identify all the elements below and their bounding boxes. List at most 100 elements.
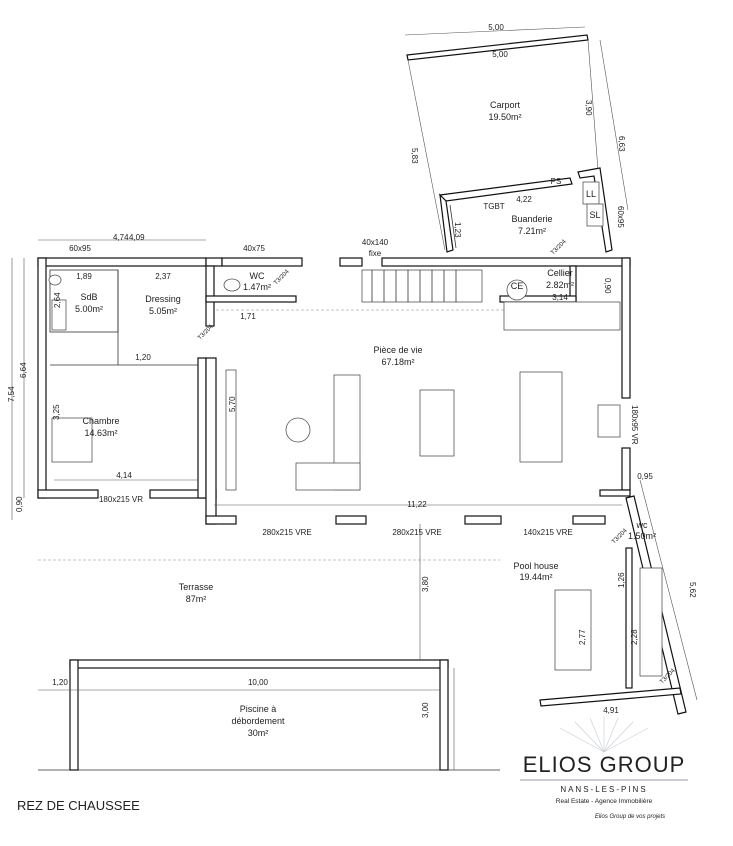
dimension-label: 40x75 [243, 244, 265, 253]
coffee-table [285, 417, 311, 443]
wall-bottom-3 [464, 515, 502, 525]
pool-stair [639, 567, 663, 677]
room-area: 67.18m² [381, 357, 414, 367]
room-area: 5.05m² [149, 306, 177, 316]
wall-bottom-4 [572, 515, 606, 525]
room-labels: Carport 19.50m² Buanderie 7.21m² Cellier… [75, 100, 656, 738]
dimension-label: 7,54 [7, 386, 16, 402]
wall-pool-bottom [539, 687, 682, 707]
dimension-label: 5,62 [688, 582, 697, 598]
room-area: 7.21m² [518, 226, 546, 236]
pool-house [539, 479, 698, 715]
wall-wc [205, 295, 297, 303]
room-area: 1.47m² [243, 282, 271, 292]
equipment-label: PS [551, 177, 562, 186]
dimension-label: 5,00 [488, 23, 504, 32]
dimension-label: 0,95 [637, 472, 653, 481]
wall [577, 167, 613, 253]
wall-partition [197, 357, 207, 499]
dimension-label: 4,22 [516, 195, 532, 204]
equipment-label: LL [586, 189, 596, 199]
room-name: WC [250, 271, 265, 281]
sink [597, 404, 621, 438]
dimension-label: 4,09 [129, 233, 145, 242]
logo-tagline: Real Estate - Agence Immobilière [556, 798, 653, 805]
room-name: débordement [231, 716, 285, 726]
wall-bottom-a [37, 489, 99, 499]
door-label: T3/204 [611, 527, 629, 545]
room-area: 1.50m² [628, 531, 656, 541]
pool-wall-top [69, 659, 449, 669]
room-name: Carport [490, 100, 521, 110]
dimension-label: 2,37 [155, 272, 171, 281]
dimension-label: 10,00 [248, 678, 269, 687]
wall-top-pier [339, 257, 363, 267]
dining-table [419, 389, 455, 457]
room-name: SdB [80, 292, 97, 302]
logo-name: ELIOS GROUP [523, 752, 686, 777]
door-label: T3/204 [550, 238, 568, 256]
dimension-label: 6,63 [617, 136, 626, 152]
wc-toilet [223, 278, 241, 292]
room-name: Dressing [145, 294, 181, 304]
pool-wall-right [439, 659, 449, 771]
carport-edge-right [587, 39, 599, 171]
room-area: 19.44m² [519, 572, 552, 582]
staircase [361, 269, 483, 303]
wall-top-wc [221, 257, 303, 267]
dimension-label: fixe [369, 249, 382, 258]
wall-top-left [37, 257, 207, 267]
equipment-label: CE [511, 281, 524, 291]
dimension-label: 40x140 [362, 238, 389, 247]
buanderie-block [438, 167, 613, 253]
bed [51, 417, 93, 463]
dimension-label: 5,70 [228, 396, 237, 412]
sunburst-icon [559, 716, 649, 753]
dimension-lines [11, 239, 622, 520]
pool-wall-left [69, 659, 79, 771]
dimension-label: 2,28 [630, 629, 639, 645]
room-name: Chambre [82, 416, 119, 426]
page-title: REZ DE CHAUSSEE [17, 798, 140, 813]
equipment-label: TGBT [483, 202, 504, 211]
room-area: 2.82m² [546, 280, 574, 290]
dimension-label: 0,90 [603, 278, 612, 294]
wall-vie-left [205, 357, 217, 525]
terrasse-pool [38, 524, 500, 771]
logo-signature: Elios Group de vos projets [595, 814, 665, 820]
wall [439, 193, 454, 253]
room-name: Buanderie [511, 214, 552, 224]
dimension-label: 3,14 [552, 293, 568, 302]
dimension-label: 3,80 [421, 576, 430, 592]
dimension-label: 280x215 VRE [392, 528, 441, 537]
dimension-label: 180x95 VR [630, 405, 639, 445]
wall-top-right [381, 257, 631, 267]
dimension-label: 60x95 [69, 244, 91, 253]
dimension-labels: 5,00 5,00 3,90 6,63 5,83 4,22 1,23 60x95… [7, 23, 697, 718]
living-furniture [48, 274, 621, 491]
dimension-label: 11,22 [407, 500, 427, 509]
dim-line [449, 204, 457, 249]
equipment-label: SL [589, 210, 600, 220]
dimension-label: 4,91 [603, 706, 619, 715]
shower [51, 299, 67, 331]
dimension-label: 180x215 VR [99, 495, 143, 504]
dimension-label: 60x95 [616, 206, 625, 228]
carport-edge-left [407, 59, 446, 251]
logo-location: NANS-LES-PINS [560, 785, 647, 794]
room-area: 5.00m² [75, 304, 103, 314]
sdb-basin [48, 274, 62, 286]
room-area: 14.63m² [84, 428, 117, 438]
room-name: Cellier [547, 268, 573, 278]
wall-top-mid [205, 257, 223, 267]
dimension-label: 5,00 [492, 50, 508, 59]
dimension-label: 1,71 [240, 312, 256, 321]
wall-bottom-1 [205, 515, 237, 525]
dimension-label: 1,89 [76, 272, 92, 281]
elios-logo: ELIOS GROUP NANS-LES-PINS Real Estate - … [520, 716, 688, 820]
dimension-label: 6,64 [19, 362, 28, 378]
room-area: 19.50m² [488, 112, 521, 122]
carport-area [404, 26, 629, 251]
house-walls [37, 257, 631, 525]
kitchen-counter [503, 301, 621, 331]
